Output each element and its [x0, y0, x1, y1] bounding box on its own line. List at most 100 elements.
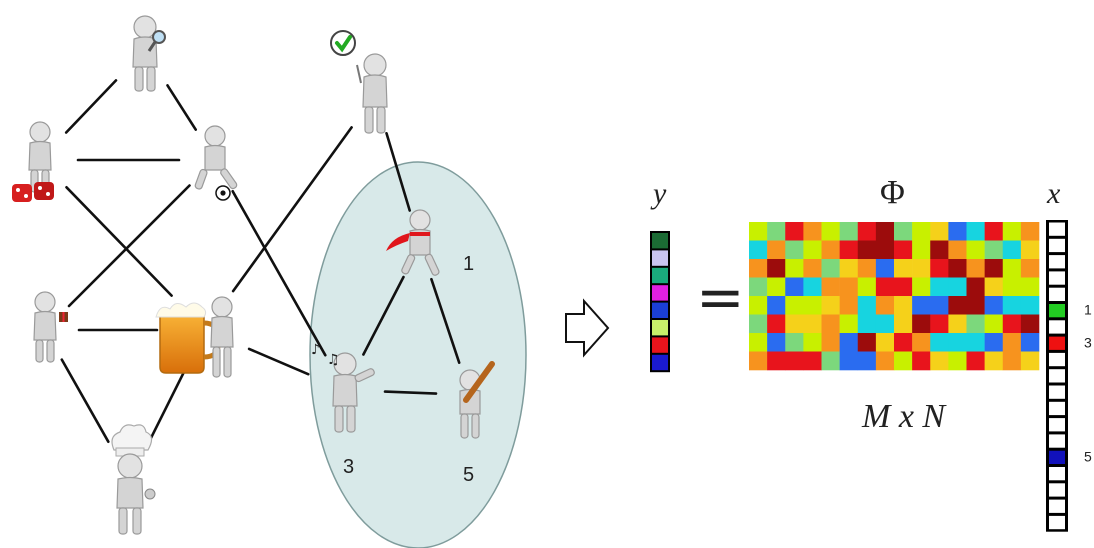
matrix-cell [948, 314, 967, 334]
matrix-cell [966, 314, 985, 334]
matrix-cell [984, 222, 1004, 241]
matrix-cell [821, 314, 840, 334]
matrix-dims-label: M x N [861, 398, 947, 435]
matrix-cell [948, 259, 967, 278]
matrix-cell [984, 277, 1004, 297]
phi-label: Φ [880, 174, 905, 211]
matrix-cell [821, 259, 840, 278]
matrix-cell [912, 296, 931, 315]
matrix-cell [1020, 240, 1040, 260]
matrix-cell [803, 314, 822, 334]
network-edge [60, 358, 110, 444]
network-edge [65, 186, 173, 297]
matrix-cell [767, 277, 786, 297]
person-top [132, 15, 166, 92]
matrix-cell [984, 240, 1004, 260]
matrix-cell [1002, 240, 1022, 260]
matrix-cell [803, 222, 822, 241]
matrix-cell [767, 240, 786, 260]
person-beer [155, 296, 234, 378]
matrix-cell [966, 351, 985, 371]
matrix-cell [749, 240, 768, 260]
matrix-cell [839, 351, 859, 371]
matrix-cell [1020, 351, 1040, 371]
y-vector-cell [652, 233, 668, 249]
matrix-cell [930, 240, 949, 260]
matrix-cell [749, 296, 768, 315]
matrix-cell [821, 351, 840, 371]
matrix-cell [912, 333, 931, 352]
matrix-cell [857, 314, 877, 334]
y-vector-cell [652, 337, 668, 353]
matrix-cell [984, 351, 1004, 371]
matrix-cell [839, 277, 859, 297]
matrix-cell [948, 222, 967, 241]
red-scarf-icon [386, 232, 430, 251]
node-label-5: 5 [463, 464, 474, 486]
network-edge [67, 184, 191, 308]
matrix-cell [821, 333, 840, 352]
dice-icon [12, 182, 54, 202]
matrix-cell [875, 277, 895, 297]
network-edges [60, 79, 461, 444]
matrix-cell [749, 277, 768, 297]
matrix-cell [912, 240, 931, 260]
matrix-cell [857, 351, 877, 371]
matrix-cell [1002, 314, 1022, 334]
x-active-index-label: 1 [1084, 302, 1092, 318]
matrix-cell [839, 240, 859, 260]
matrix-cell [984, 259, 1004, 278]
x-vector-active-cell [1049, 450, 1065, 464]
matrix-cell [894, 351, 913, 371]
matrix-cell [875, 240, 895, 260]
x-vector-cell [1049, 467, 1065, 481]
network-edge [430, 277, 461, 365]
matrix-cell [894, 277, 913, 297]
matrix-cell [839, 333, 859, 352]
matrix-cell [875, 296, 895, 315]
matrix-cell [785, 222, 804, 241]
network-edge [231, 126, 353, 293]
matrix-cell [785, 333, 804, 352]
x-vector-cell [1049, 385, 1065, 399]
matrix-cell [1002, 351, 1022, 371]
matrix-cell [1020, 296, 1040, 315]
x-vector-cell [1049, 434, 1065, 448]
matrix-cell [930, 259, 949, 278]
svg-text:♪: ♪ [311, 342, 320, 358]
matrix-cell [785, 296, 804, 315]
matrix-cell [894, 333, 913, 352]
matrix-cell [966, 277, 985, 297]
matrix-cell [948, 240, 967, 260]
person-soccer [194, 125, 238, 201]
matrix-cell [912, 222, 931, 241]
matrix-cell [1002, 222, 1022, 241]
network-edge [385, 132, 412, 212]
matrix-cell [912, 351, 931, 371]
matrix-cell [966, 296, 985, 315]
y-vector-cell [652, 285, 668, 301]
x-vector-active-cell [1049, 336, 1065, 350]
matrix-cell [875, 314, 895, 334]
matrix-cell [894, 296, 913, 315]
matrix-cell [930, 333, 949, 352]
matrix-cell [767, 259, 786, 278]
x-vector-cell [1049, 271, 1065, 285]
matrix-cell [785, 259, 804, 278]
soccer-ball-icon [215, 185, 231, 201]
beer-mug-icon [155, 302, 221, 374]
matrix-cell [930, 222, 949, 241]
matrix-cell [803, 351, 822, 371]
x-vector: 135 [1046, 220, 1092, 532]
matrix-cell [749, 222, 768, 241]
matrix-cell [1020, 259, 1040, 278]
matrix-cell [749, 259, 768, 278]
x-vector-cell [1049, 320, 1065, 334]
person-singer: ♪ ♫ [311, 342, 375, 433]
matrix-cell [1020, 314, 1040, 334]
matrix-cell [894, 314, 913, 334]
matrix-cell [839, 314, 859, 334]
y-label: y [650, 177, 667, 210]
matrix-cell [1020, 333, 1040, 352]
